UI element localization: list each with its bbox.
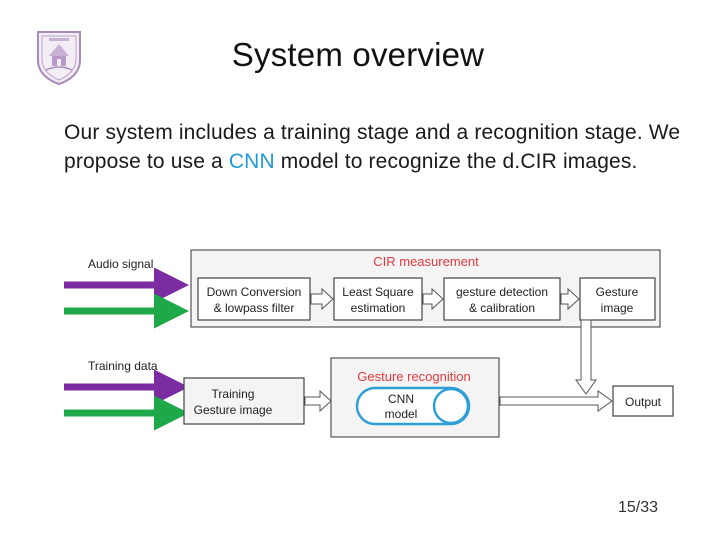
gesture-detection-box — [443, 277, 561, 321]
page-number: 15/33 — [618, 499, 659, 516]
least-square-line1: Least Square — [342, 285, 414, 299]
down-conversion-line1: Down Conversion — [207, 285, 302, 299]
university-crest-logo — [37, 31, 81, 86]
slide-body-text: Our system includes a training stage and… — [64, 118, 684, 176]
gesture-detection-line1: gesture detection — [456, 285, 548, 299]
body-text-pre: Our system includes a training stage and… — [64, 121, 681, 173]
down-conversion-line2: & lowpass filter — [214, 301, 295, 315]
audio-signal-label: Audio signal — [88, 257, 153, 271]
gesture-image-line2: image — [601, 301, 634, 315]
arrow-least-to-detection — [422, 287, 444, 311]
training-data-label: Training data — [88, 359, 158, 373]
down-conversion-box — [197, 277, 311, 321]
gesture-recognition-title: Gesture recognition — [357, 369, 470, 384]
output-box — [612, 385, 674, 417]
body-text-post: model to recognize the d.CIR images. — [274, 150, 638, 173]
output-label: Output — [625, 395, 662, 409]
arrow-detection-to-image — [560, 287, 580, 311]
gesture-image-line1: Gesture — [596, 285, 639, 299]
cir-measurement-title: CIR measurement — [373, 254, 479, 269]
training-gesture-line2: Gesture image — [194, 403, 273, 417]
cnn-model-circle — [432, 387, 470, 425]
body-text-cnn-highlight: CNN — [228, 150, 275, 173]
gesture-detection-line2: & calibration — [469, 301, 535, 315]
training-gesture-box — [183, 377, 305, 425]
arrow-image-to-output — [575, 319, 597, 395]
arrow-recognition-to-output — [499, 390, 613, 412]
training-gesture-line1: Training — [212, 387, 255, 401]
arrow-down-to-least — [310, 287, 334, 311]
cnn-model-line1: CNN — [388, 392, 414, 406]
least-square-box — [333, 277, 423, 321]
least-square-line2: estimation — [351, 301, 406, 315]
slide-title: System overview — [231, 36, 485, 73]
cnn-model-line2: model — [385, 407, 418, 421]
arrow-training-to-recognition — [304, 389, 332, 413]
gesture-image-box — [579, 277, 656, 321]
